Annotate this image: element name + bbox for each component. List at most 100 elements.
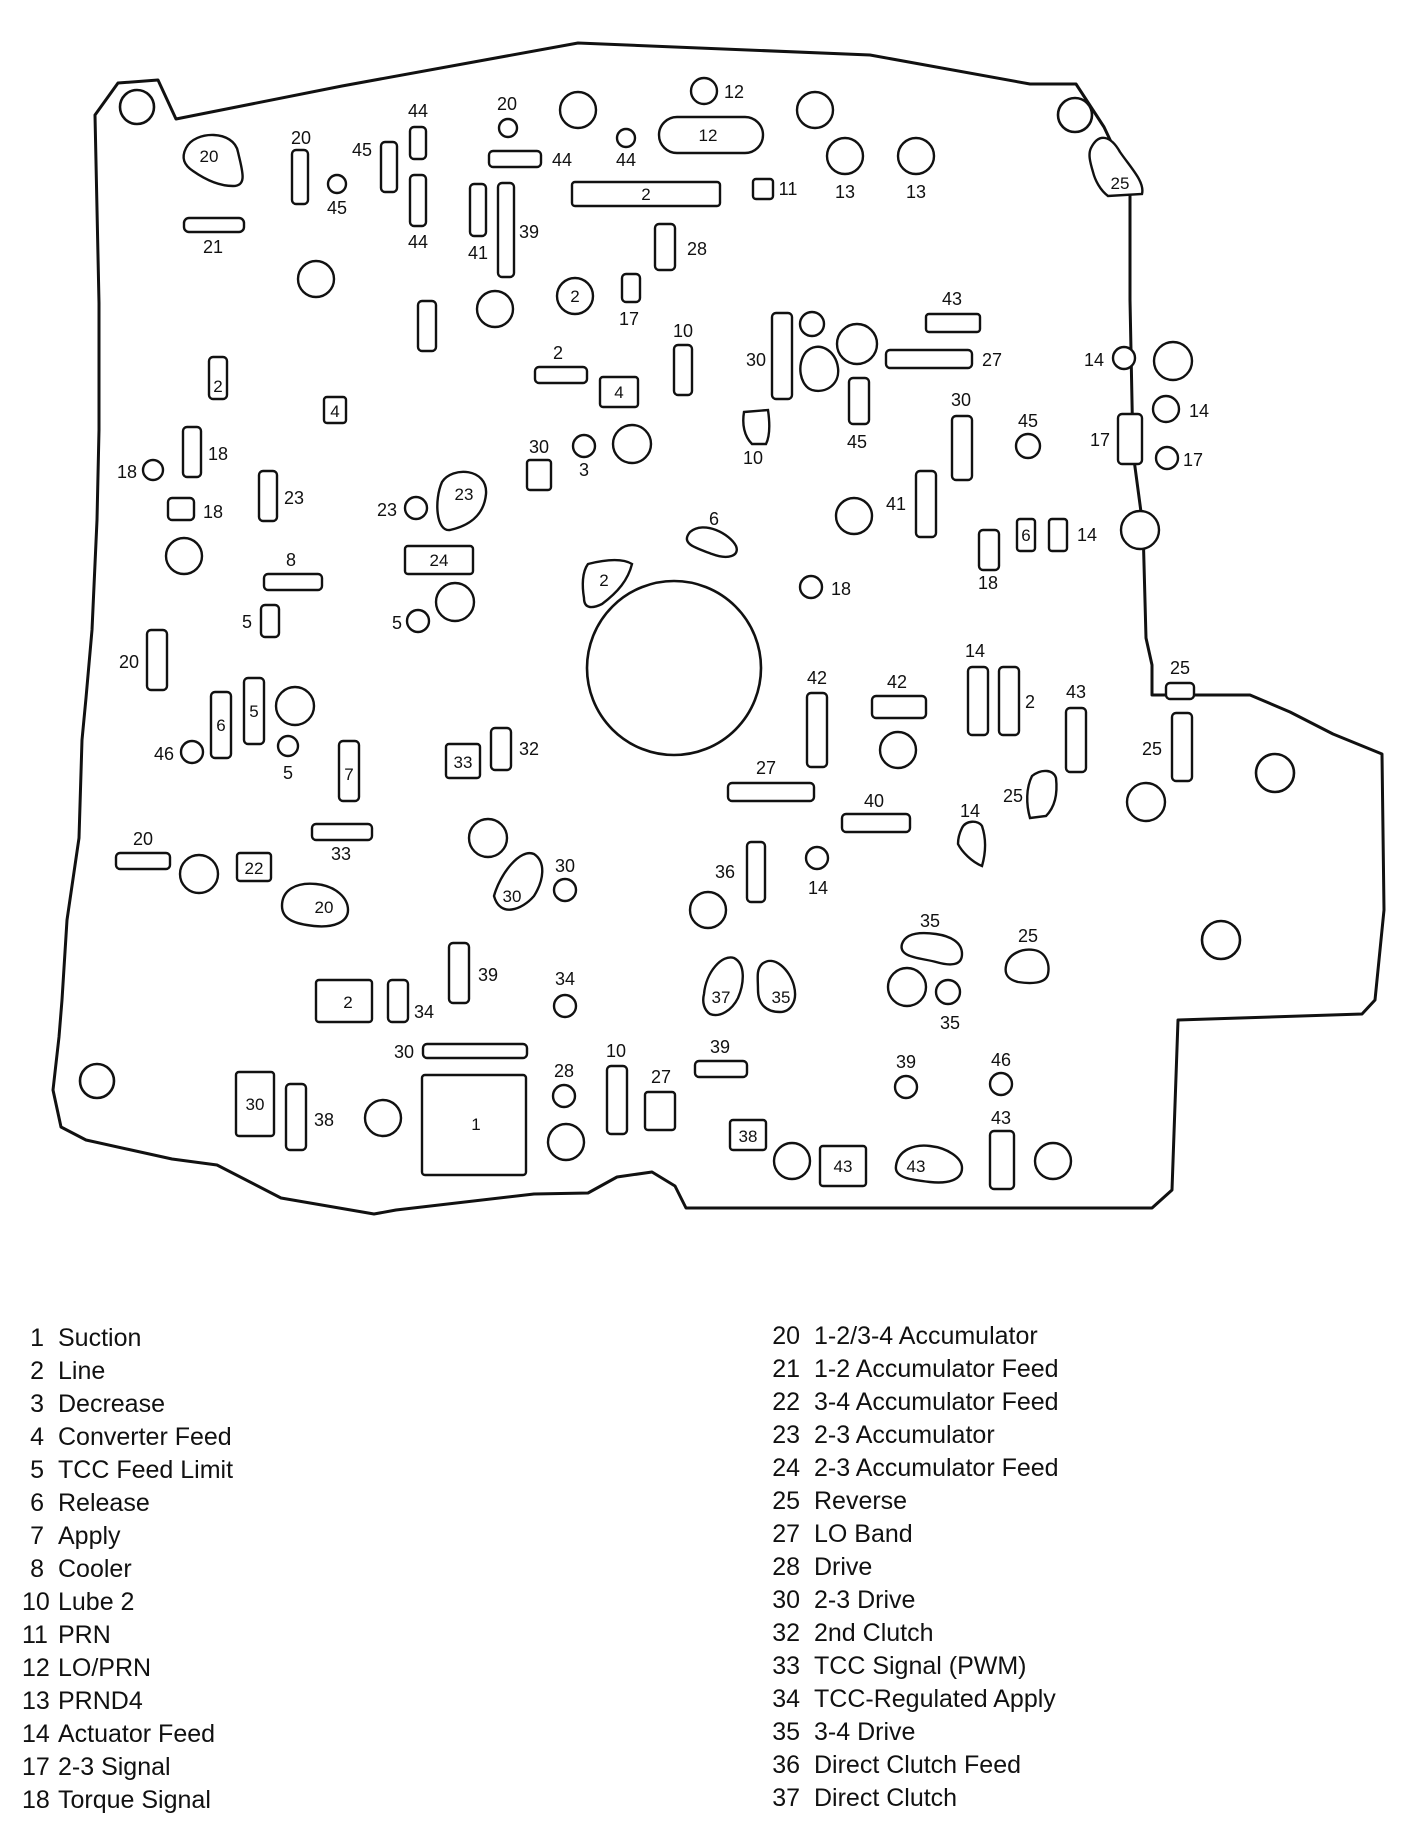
port-14f-label: 14 <box>808 878 828 898</box>
port-13b-shape <box>896 136 936 176</box>
port-44b-label: 44 <box>408 232 428 252</box>
port-2f-shape <box>997 665 1021 737</box>
port-44c-label: 44 <box>552 150 572 170</box>
bore <box>467 817 509 859</box>
port-46b-shape <box>988 1071 1014 1097</box>
port-30e-shape <box>552 877 578 903</box>
port-20a-shape <box>182 133 244 188</box>
port-35b-shape <box>756 959 797 1014</box>
bore <box>772 1141 812 1181</box>
port-43a-label: 43 <box>942 289 962 309</box>
port-14a-shape <box>1111 345 1137 371</box>
port-1-shape <box>420 1073 528 1177</box>
unlabeled-slots <box>416 299 438 353</box>
port-14d-shape <box>966 665 990 737</box>
port-28a-shape <box>653 222 677 272</box>
port-2g-shape <box>314 978 374 1024</box>
legend-label: TCC-Regulated Apply <box>814 1685 1056 1713</box>
port-30f-shape <box>421 1042 529 1060</box>
port-39d-shape <box>893 1074 919 1100</box>
port-35a-label: 35 <box>920 911 940 931</box>
port-20f-label: 20 <box>315 898 334 917</box>
legend-number: 28 <box>772 1553 800 1581</box>
port-30g-label: 30 <box>246 1095 265 1114</box>
port-5b-shape <box>405 608 431 634</box>
port-8-shape <box>262 572 324 592</box>
port-43d-label: 43 <box>907 1157 926 1176</box>
port-45c-label: 45 <box>847 432 867 452</box>
port-25a-label: 25 <box>1111 174 1130 193</box>
port-28b-shape <box>551 1083 577 1109</box>
port-5c-label: 5 <box>249 702 258 721</box>
port-45d-label: 45 <box>1018 411 1038 431</box>
port-18d-shape <box>977 528 1001 572</box>
port-23b-shape <box>403 495 429 521</box>
legend-number: 17 <box>22 1753 50 1781</box>
port-2f-label: 2 <box>1025 692 1035 712</box>
port-20e-label: 20 <box>133 829 153 849</box>
legend-number: 36 <box>772 1751 800 1779</box>
port-45b-shape <box>379 140 399 194</box>
port-42a-shape <box>805 691 829 769</box>
legend-label: 2-3 Accumulator <box>814 1421 995 1449</box>
port-24-label: 24 <box>430 551 449 570</box>
port-33a-shape <box>444 742 482 780</box>
port-5b-label: 5 <box>392 613 402 633</box>
legend-label: PRN <box>58 1621 111 1649</box>
legend-number: 21 <box>772 1355 800 1383</box>
legend-number: 37 <box>772 1784 800 1812</box>
port-6c-shape <box>209 690 233 760</box>
port-20c-label: 20 <box>497 94 517 114</box>
port-13a-label: 13 <box>835 182 855 202</box>
port-20f-shape <box>280 882 350 928</box>
legend-number: 4 <box>30 1423 44 1451</box>
port-44d-shape <box>615 127 637 149</box>
port-30e-label: 30 <box>555 856 575 876</box>
port-40-label: 40 <box>864 791 884 811</box>
legend-number: 27 <box>772 1520 800 1548</box>
port-2b-label: 2 <box>570 287 579 306</box>
port-20c-shape <box>497 117 519 139</box>
port-14c-shape <box>1047 517 1069 553</box>
legend-label: LO/PRN <box>58 1654 152 1682</box>
port-18d-label: 18 <box>978 573 998 593</box>
mounting-hole-right-1 <box>1254 752 1296 794</box>
port-25e-label: 25 <box>1018 926 1038 946</box>
port-43e-label: 43 <box>991 1108 1011 1128</box>
legend-label: Decrease <box>58 1390 165 1418</box>
legend-number: 35 <box>772 1718 800 1746</box>
bore <box>834 496 874 536</box>
port-2d-shape <box>207 355 229 401</box>
bore <box>434 581 476 623</box>
legend-number: 1 <box>30 1324 44 1352</box>
port-39a-label: 39 <box>519 222 539 242</box>
port-6b-shape <box>1015 517 1037 553</box>
legend-number: 11 <box>22 1621 48 1649</box>
port-41b-shape <box>914 469 938 539</box>
port-22-label: 22 <box>245 859 264 878</box>
legend-label: 2-3 Signal <box>58 1753 171 1781</box>
port-12b-label: 12 <box>699 126 718 145</box>
port-34a-shape <box>386 978 410 1024</box>
legend-label: 2-3 Drive <box>814 1586 916 1614</box>
mounting-hole-right-2 <box>1200 919 1242 961</box>
port-35b-label: 35 <box>772 988 791 1007</box>
port-2a-label: 2 <box>641 185 650 204</box>
port-43c-shape <box>818 1144 868 1188</box>
mounting-hole-top-right <box>1056 96 1094 134</box>
port-30b-label: 30 <box>951 390 971 410</box>
bore <box>688 890 728 930</box>
legend-number: 7 <box>30 1522 44 1550</box>
port-32-label: 32 <box>519 739 539 759</box>
legend-label: TCC Feed Limit <box>58 1456 234 1484</box>
port-6b-label: 6 <box>1021 526 1030 545</box>
legend-label: Actuator Feed <box>58 1720 216 1748</box>
port-39d-label: 39 <box>896 1052 916 1072</box>
bore <box>363 1098 403 1138</box>
port-18e-shape <box>798 574 824 600</box>
port-20b-label: 20 <box>291 128 311 148</box>
